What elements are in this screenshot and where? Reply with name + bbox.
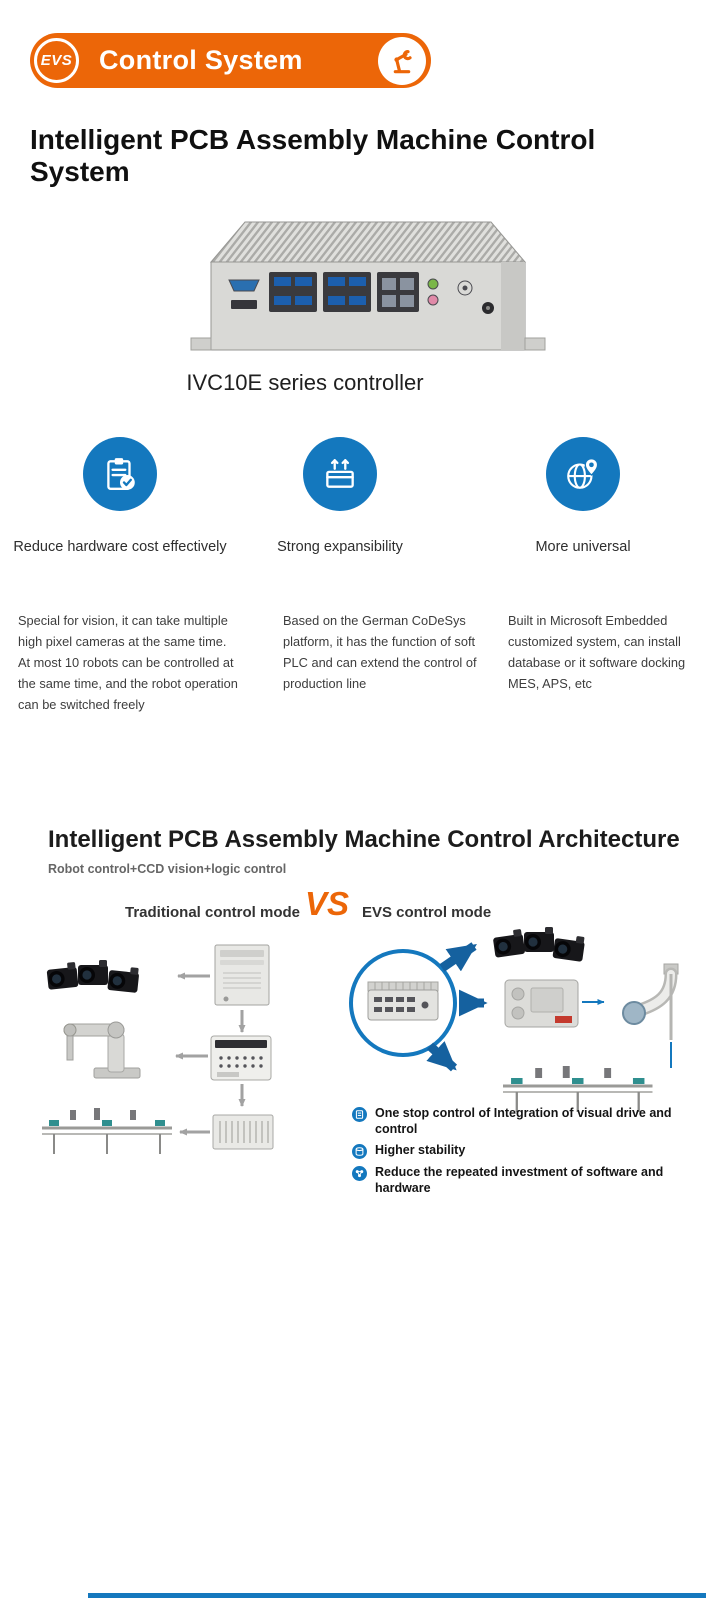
display-port: [231, 300, 257, 309]
benefit-item: Reduce the repeated investment of softwa…: [352, 1165, 684, 1196]
evs-logo-text: EVS: [40, 52, 73, 69]
arrow-to-conveyor: [426, 1041, 458, 1072]
audio-jack-green: [427, 278, 439, 290]
feature-description-expansibility: Based on the German CoDeSys platform, it…: [283, 613, 477, 691]
traditional-mode-label: Traditional control mode: [125, 904, 301, 921]
scara-robot: [63, 1021, 141, 1079]
controller-image: [133, 192, 573, 382]
conveyor-left: [40, 1106, 174, 1156]
feature-expansibility: Strong expansibility: [225, 437, 455, 555]
feature-cost: Reduce hardware cost effectively: [0, 437, 240, 555]
feature-label: Reduce hardware cost effectively: [13, 539, 227, 555]
audio-jack-pink: [427, 294, 439, 306]
clipboard-check-icon: [83, 437, 157, 511]
vs-label: VS: [305, 885, 350, 922]
evs-logo: EVS: [34, 38, 79, 83]
globe-pin-icon: [546, 437, 620, 511]
io-ports: [228, 272, 494, 314]
cameras-right: [492, 927, 586, 962]
robot-arm-right: [622, 963, 679, 1040]
traditional-diagram: [40, 944, 274, 1156]
expansion-box-icon: [303, 437, 377, 511]
banner-title: Control System: [99, 45, 303, 75]
controller-side-shade: [501, 262, 525, 350]
vga-port: [228, 279, 260, 292]
benefits-list: One stop control of Integration of visua…: [352, 1106, 684, 1202]
pcb-machine: [504, 979, 579, 1028]
cameras-left: [46, 960, 140, 993]
network-icon: [352, 1166, 367, 1181]
feature-description-cost: Special for vision, it can take multiple…: [18, 613, 238, 712]
feature-universal: More universal: [460, 437, 706, 555]
architecture-title: Intelligent PCB Assembly Machine Control…: [48, 826, 680, 853]
io-board: [212, 1114, 274, 1150]
footer-accent-line: [88, 1593, 706, 1598]
page-title: Intelligent PCB Assembly Machine Control…: [30, 124, 596, 187]
architecture-subtitle: Robot control+CCD vision+logic control: [48, 862, 287, 876]
benefit-item: One stop control of Integration of visua…: [352, 1106, 684, 1137]
robot-arm-icon: [378, 36, 426, 85]
controller-illustration: [190, 221, 546, 351]
benefit-text: Higher stability: [375, 1143, 466, 1157]
robot-arm-glyph: [393, 49, 412, 73]
benefit-item: Higher stability: [352, 1143, 684, 1159]
product-caption: IVC10E series controller: [186, 370, 424, 395]
feature-label: More universal: [535, 539, 631, 555]
mount-ear-right: [524, 337, 546, 351]
feature-label: Strong expansibility: [277, 539, 403, 555]
benefit-text: One stop control of Integration of visua…: [375, 1106, 672, 1136]
evs-mode-label: EVS control mode: [362, 904, 492, 921]
header-banner: EVS Control System: [30, 33, 431, 88]
benefit-text: Reduce the repeated investment of softwa…: [375, 1165, 664, 1195]
controller-mini: [367, 981, 439, 1021]
tower-pc: [214, 944, 270, 1006]
database-icon: [352, 1144, 367, 1159]
arrow-to-cameras: [439, 942, 477, 972]
evs-diagram: [349, 927, 679, 1114]
heatsink-top: [209, 221, 527, 263]
document-icon: [352, 1107, 367, 1122]
comparison-diagram: [40, 927, 679, 1156]
industrial-pc: [210, 1035, 272, 1081]
mount-ear-left: [190, 337, 212, 351]
feature-description-universal: Built in Microsoft Embedded customized s…: [508, 613, 686, 691]
